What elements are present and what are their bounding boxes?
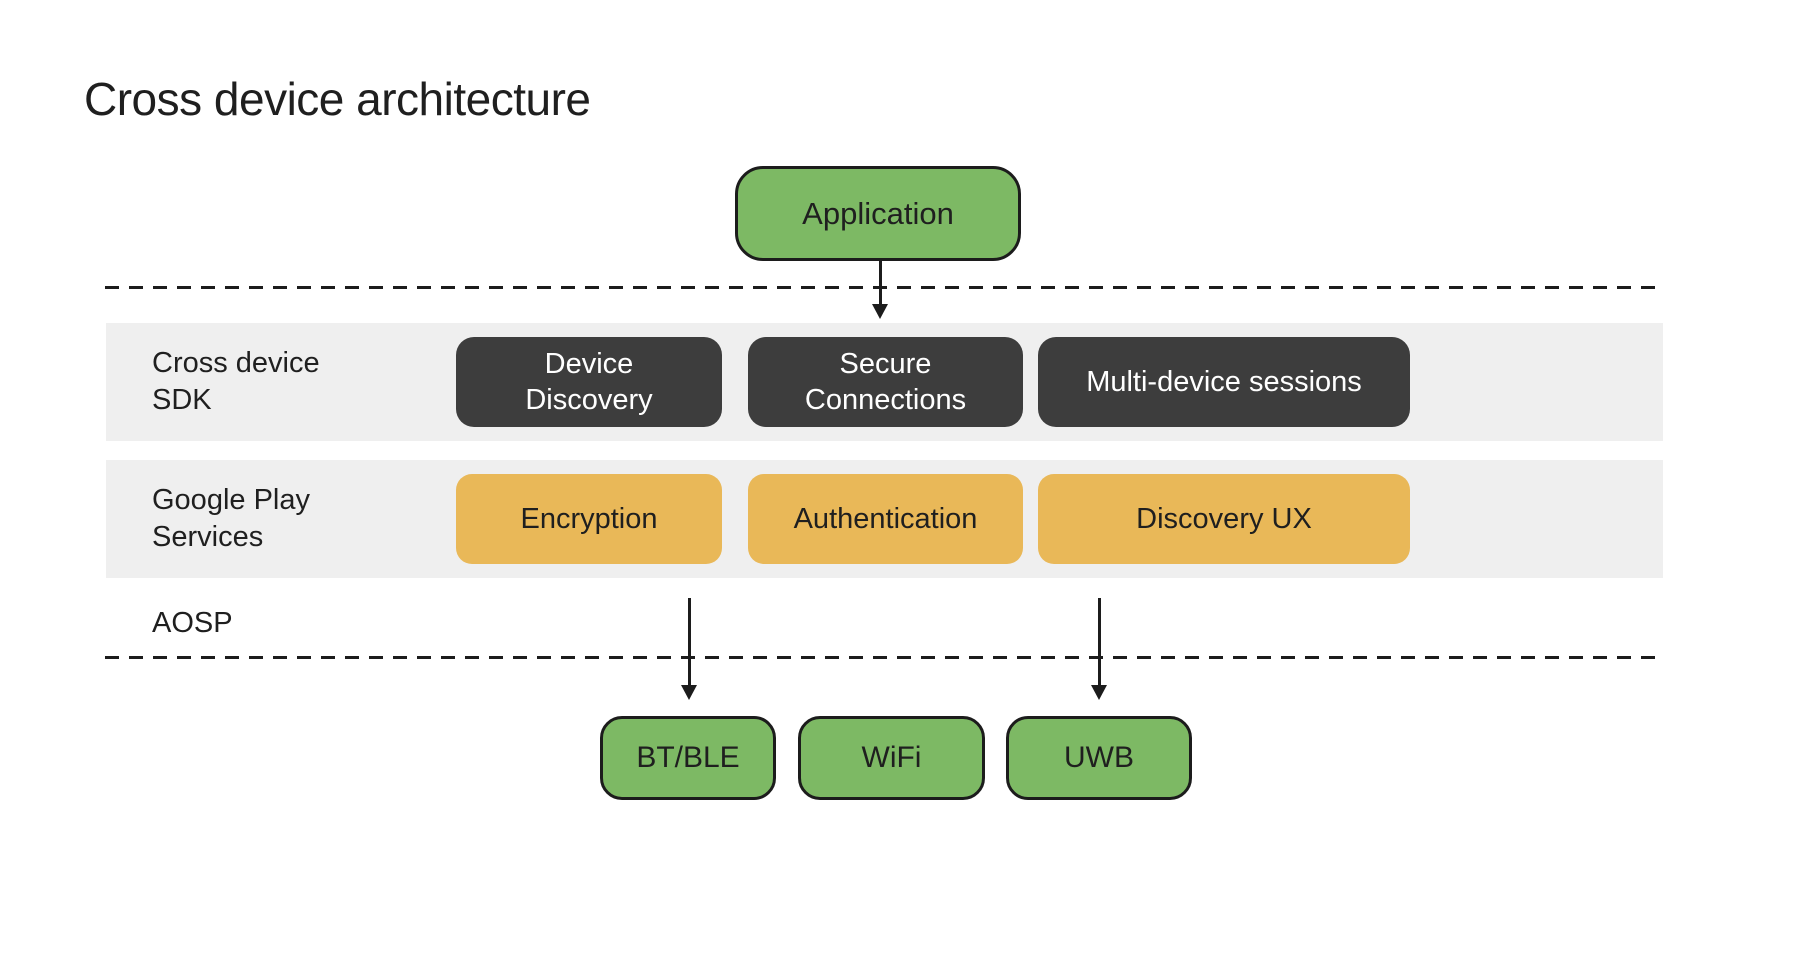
layer-band-cross-device-sdk: Cross device SDK Device Discovery Secure…	[106, 323, 1663, 441]
box-label-line: Authentication	[793, 503, 978, 535]
arrow-shaft	[687, 598, 691, 685]
dashed-divider-top	[105, 286, 1657, 289]
sdk-box-device-discovery: Device Discovery	[456, 337, 722, 427]
box-label-line: Secure	[839, 348, 932, 380]
layer-band-google-play-services: Google Play Services Encryption Authenti…	[106, 460, 1663, 578]
arrow-down-icon	[1090, 598, 1108, 700]
layer-label-line: Google Play	[152, 484, 310, 516]
gps-box-encryption: Encryption	[456, 474, 722, 564]
box-label-line: Discovery	[525, 384, 653, 416]
box-label-line: Discovery UX	[1136, 503, 1312, 535]
sdk-box-secure-connections: Secure Connections	[748, 337, 1023, 427]
gps-box-authentication: Authentication	[748, 474, 1023, 564]
transport-label: WiFi	[861, 741, 922, 774]
transport-label: UWB	[1064, 741, 1134, 774]
transport-box-uwb: UWB	[1006, 716, 1192, 800]
box-label-line: Device	[544, 348, 634, 380]
box-label-line: Encryption	[520, 503, 658, 535]
box-label-line: Connections	[804, 384, 967, 416]
arrow-head	[872, 304, 888, 319]
layer-label-google-play-services: Google Play Services	[152, 482, 310, 556]
box-label-line: Multi-device sessions	[1086, 366, 1362, 398]
page-title: Cross device architecture	[84, 73, 591, 125]
layer-label-line: Cross device	[152, 347, 320, 379]
transport-box-wifi: WiFi	[798, 716, 985, 800]
layer-label-line: Services	[152, 521, 264, 553]
arrow-head	[681, 685, 697, 700]
arrow-down-icon	[871, 259, 889, 319]
transport-label: BT/BLE	[636, 741, 740, 774]
arrow-down-icon	[680, 598, 698, 700]
transport-box-bt-ble: BT/BLE	[600, 716, 776, 800]
arrow-shaft	[1097, 598, 1101, 685]
dashed-divider-bottom	[105, 656, 1657, 659]
application-box: Application	[735, 166, 1021, 261]
application-label: Application	[802, 195, 954, 231]
arrow-shaft	[878, 259, 882, 304]
layer-label-cross-device-sdk: Cross device SDK	[152, 345, 320, 419]
arrow-head	[1091, 685, 1107, 700]
layer-label-line: SDK	[152, 384, 212, 416]
layer-label-aosp: AOSP	[152, 607, 233, 639]
gps-box-discovery-ux: Discovery UX	[1038, 474, 1410, 564]
sdk-box-multi-device-sessions: Multi-device sessions	[1038, 337, 1410, 427]
